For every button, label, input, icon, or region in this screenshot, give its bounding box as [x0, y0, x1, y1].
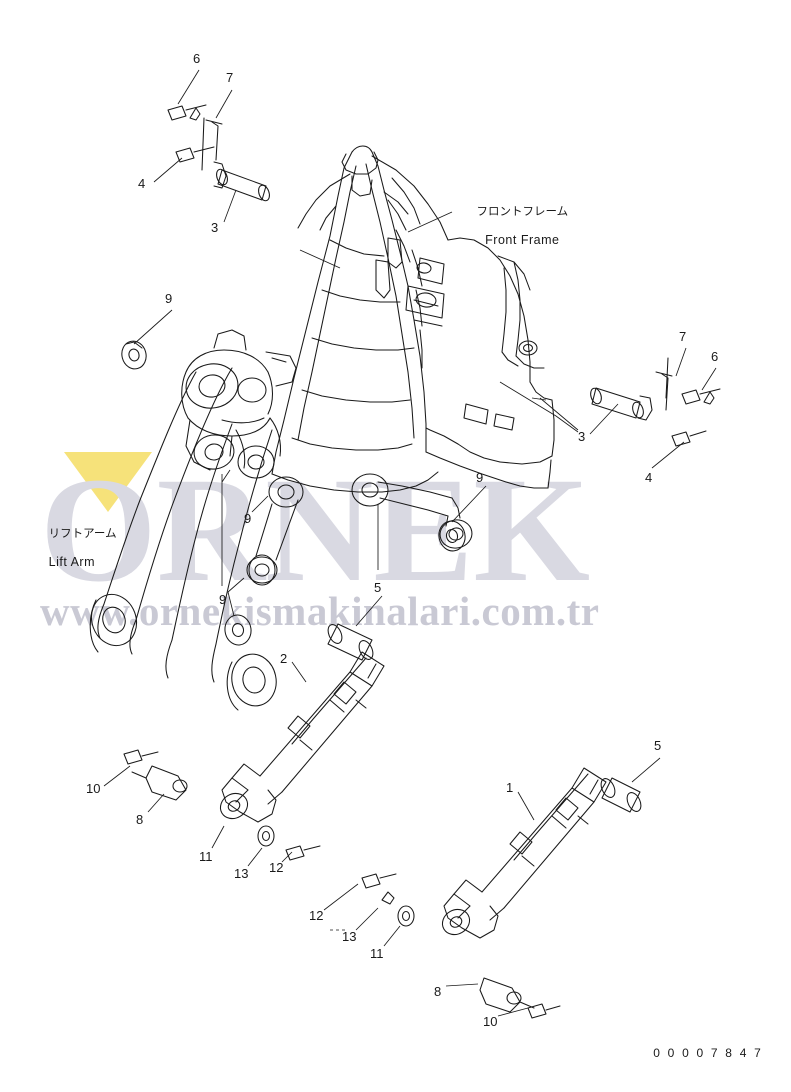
callout-7-right: 7 [679, 329, 687, 344]
callout-8-left: 8 [136, 812, 144, 827]
callout-8-right: 8 [434, 984, 442, 999]
annotation-front-frame-jp: フロントフレーム [476, 204, 569, 219]
drawing-number: 0 0 0 0 7 8 4 7 [653, 1046, 763, 1060]
callout-6-left: 6 [193, 51, 201, 66]
callout-12-left: 12 [269, 860, 284, 875]
annotation-lift-arm-jp: リフトアーム [48, 526, 117, 541]
annotation-lift-arm: リフトアーム Lift Arm [34, 512, 134, 585]
callout-7-left: 7 [226, 70, 234, 85]
callout-9-right: 9 [476, 470, 484, 485]
annotation-front-frame: フロントフレーム Front Frame [455, 190, 575, 263]
callout-2: 2 [280, 651, 288, 666]
callout-13-left: 13 [234, 866, 249, 881]
callout-5-right: 5 [654, 738, 662, 753]
callout-6-right: 6 [711, 349, 719, 364]
callout-9-center: 9 [244, 511, 252, 526]
annotation-lift-arm-en: Lift Arm [48, 555, 95, 570]
callout-5-left: 5 [374, 580, 382, 595]
callout-9-left-upper: 9 [165, 291, 173, 306]
callout-10-right: 10 [483, 1014, 498, 1029]
callout-12-right: 12 [309, 908, 324, 923]
callout-11-left: 11 [199, 849, 213, 864]
callout-3-right: 3 [578, 429, 586, 444]
callout-13-right: 13 [342, 929, 357, 944]
callout-4-right: 4 [645, 470, 653, 485]
annotation-front-frame-en: Front Frame [485, 233, 560, 248]
callout-10-left: 10 [86, 781, 101, 796]
callout-11-right: 11 [370, 946, 384, 961]
callout-4-left: 4 [138, 176, 146, 191]
callout-3-left: 3 [211, 220, 219, 235]
callout-1: 1 [506, 780, 514, 795]
callout-9-lower: 9 [219, 592, 227, 607]
